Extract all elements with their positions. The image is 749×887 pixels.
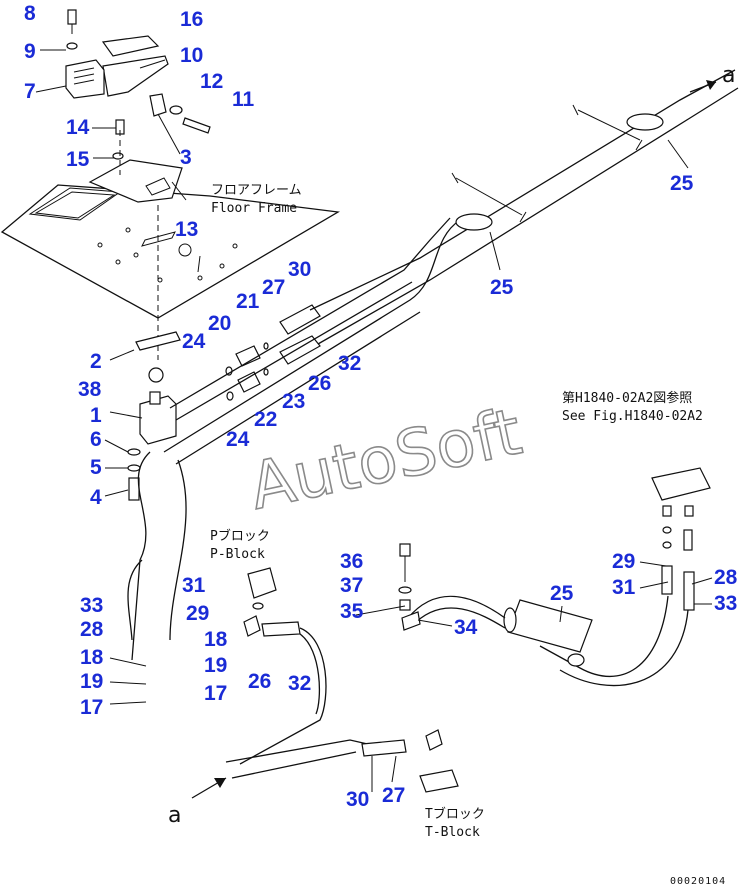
callout-9: 9 <box>24 40 36 63</box>
callout-23: 23 <box>282 390 305 413</box>
callout-38: 38 <box>78 378 102 401</box>
pedal-bracket-assembly <box>65 9 211 203</box>
callout-19-left: 19 <box>80 670 103 693</box>
callout-27-bottom: 27 <box>382 784 405 807</box>
leader-lines <box>35 49 713 792</box>
p-block-jp-label: Pブロック <box>210 528 270 544</box>
callout-11: 11 <box>232 88 255 111</box>
see-fig-en-label: See Fig.H1840-02A2 <box>562 409 703 424</box>
callout-28-left: 28 <box>80 618 104 641</box>
callout-26-bottom: 26 <box>248 670 271 693</box>
callout-22: 22 <box>254 408 277 431</box>
floor-frame-plate <box>0 184 340 319</box>
callout-25-mid: 25 <box>490 276 514 299</box>
callout-17-left: 17 <box>80 696 103 719</box>
callout-6: 6 <box>90 428 102 451</box>
callout-37: 37 <box>340 574 363 597</box>
right-block-assembly <box>401 467 711 687</box>
t-block-jp-label: Tブロック <box>425 806 485 822</box>
callout-31-right: 31 <box>612 576 636 599</box>
valve-stack <box>127 331 181 501</box>
callout-32-bottom: 32 <box>288 672 311 695</box>
callout-30-top: 30 <box>288 258 311 281</box>
clamp-25-mid <box>451 172 527 231</box>
callout-8: 8 <box>24 2 36 25</box>
figure-number: 00020104 <box>670 876 726 887</box>
bolt-36-stack <box>398 543 412 611</box>
callout-35: 35 <box>340 600 364 623</box>
clamp-25-top <box>572 104 664 151</box>
callout-19-right: 19 <box>204 654 227 677</box>
callout-1: 1 <box>90 404 102 427</box>
main-hose-bundle <box>127 69 739 661</box>
callout-34: 34 <box>454 616 478 639</box>
callout-15: 15 <box>66 148 90 171</box>
callout-29-left: 29 <box>186 602 209 625</box>
callout-27-top: 27 <box>262 276 285 299</box>
arrow-a-top <box>689 80 717 93</box>
p-block-en-label: P-Block <box>210 547 265 562</box>
callout-32-top: 32 <box>338 352 361 375</box>
callout-26-top: 26 <box>308 372 331 395</box>
callout-13: 13 <box>175 218 198 241</box>
callout-29-right: 29 <box>612 550 635 573</box>
arrow-a-top-label: a <box>722 63 735 88</box>
callout-numbers: 8 16 9 10 7 12 11 14 3 15 13 25 25 30 27… <box>24 2 738 811</box>
t-block-en-label: T-Block <box>425 825 480 840</box>
callout-2: 2 <box>90 350 102 373</box>
callout-31-left: 31 <box>182 574 206 597</box>
callout-18-left: 18 <box>80 646 104 669</box>
fittings-cluster <box>225 304 321 401</box>
callout-30-bottom: 30 <box>346 788 369 811</box>
arrow-a-bottom-label: a <box>168 803 181 828</box>
callout-33-left: 33 <box>80 594 103 617</box>
arrow-a-bottom <box>191 777 227 799</box>
callout-10: 10 <box>180 44 203 67</box>
callout-7: 7 <box>24 80 36 103</box>
callout-20: 20 <box>208 312 231 335</box>
callout-25-top: 25 <box>670 172 694 195</box>
callout-18-right: 18 <box>204 628 228 651</box>
callout-5: 5 <box>90 456 102 479</box>
callout-4: 4 <box>90 486 102 509</box>
callout-28-right: 28 <box>714 566 738 589</box>
callout-14: 14 <box>66 116 90 139</box>
floor-frame-en-label: Floor Frame <box>211 201 297 216</box>
callout-12: 12 <box>200 70 223 93</box>
callout-24-upper: 24 <box>182 330 206 353</box>
p-block-assembly <box>225 567 459 793</box>
callout-17-right: 17 <box>204 682 227 705</box>
callout-25-right: 25 <box>550 582 574 605</box>
callout-24-lower: 24 <box>226 428 250 451</box>
floor-frame-jp-label: フロアフレーム <box>211 183 302 198</box>
watermark: AutoSoft <box>244 395 528 525</box>
callout-16: 16 <box>180 8 203 31</box>
callout-33-right: 33 <box>714 592 737 615</box>
see-fig-jp-label: 第H1840-02A2図参照 <box>562 390 692 406</box>
callout-3: 3 <box>180 146 192 169</box>
callout-36: 36 <box>340 550 363 573</box>
callout-21: 21 <box>236 290 260 313</box>
